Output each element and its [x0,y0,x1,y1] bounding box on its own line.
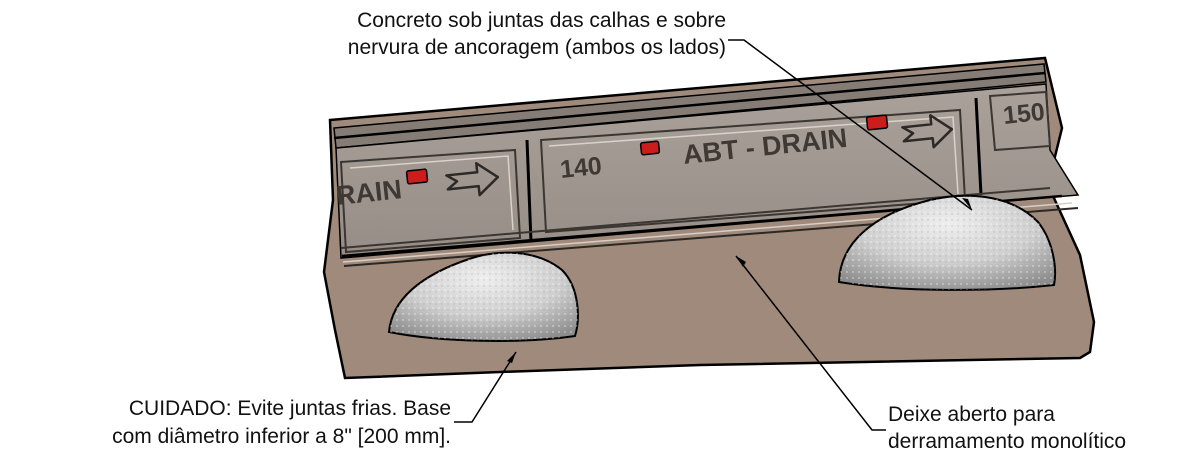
channel-face [335,83,1080,259]
panel-right [988,90,1052,152]
callout-right-line2: derramamento monolítico [888,430,1126,453]
red-marker-icon [405,168,429,185]
callout-right-line1: Deixe aberto para [888,403,1055,426]
callout-top-line2: nervura de ancoragem (ambos os lados) [348,36,726,59]
red-marker-icon [639,140,661,156]
callout-top-line1: Concreto sob juntas das calhas e sobre [357,9,726,32]
leader-line-left [454,351,517,423]
concrete-mound-right [837,194,1057,291]
callout-left-line1: CUIDADO: Evite juntas frias. Base [129,397,451,420]
arrow-right-icon [445,162,500,197]
callout-left-line2: com diâmetro inferior a 8" [200 mm]. [112,425,451,448]
channel-number-140: 140 [559,152,603,184]
leader-line-right [735,255,886,431]
concrete-mound-left [387,251,579,342]
channel-text-left-fragment: RAIN [334,174,403,211]
channel-number-150: 150 [1002,98,1046,130]
arrow-right-icon [901,114,954,149]
panel-left [339,148,522,254]
leader-line-top [728,39,973,211]
red-marker-icon [865,114,889,131]
